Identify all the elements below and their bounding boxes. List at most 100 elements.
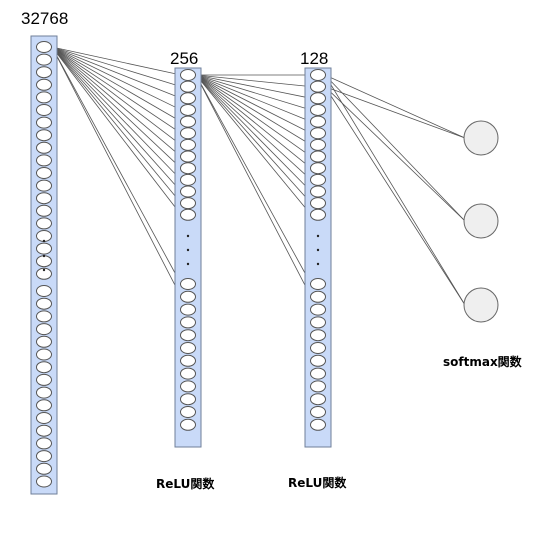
neuron-node: [180, 115, 196, 128]
ellipsis-dot: [186, 248, 190, 252]
edge-input-hidden1: [51, 46, 182, 122]
edge-hidden1-hidden2: [195, 74, 312, 146]
neuron-node: [310, 173, 326, 186]
edge-hidden1-hidden2: [195, 74, 312, 297]
neuron-node: [36, 129, 52, 142]
neuron-node: [36, 204, 52, 217]
neuron-node: [310, 127, 326, 140]
neuron-node: [36, 373, 52, 386]
ellipsis-dots: [42, 234, 320, 272]
neuron-node: [36, 399, 52, 412]
edge-input-hidden1: [51, 46, 182, 99]
neuron-node: [310, 303, 326, 316]
neuron-node: [36, 91, 52, 104]
ellipsis-dot: [316, 262, 320, 266]
neuron-node: [310, 150, 326, 163]
connections: [51, 46, 466, 306]
neuron-node: [310, 162, 326, 175]
hidden-layer-1-activation: ReLU関数: [156, 476, 215, 491]
hidden-layer-2-count: 128: [300, 49, 328, 68]
edge-hidden1-hidden2: [195, 74, 312, 122]
neuron-node: [310, 393, 326, 406]
neuron-node: [36, 450, 52, 463]
output-node: [463, 120, 499, 156]
neuron-node: [36, 323, 52, 336]
edge-hidden1-hidden2: [195, 74, 312, 169]
edge-hidden1-hidden2: [195, 74, 312, 216]
neuron-node: [180, 127, 196, 140]
neuron-node: [36, 335, 52, 348]
neuron-node: [180, 197, 196, 210]
neuron-node: [310, 342, 326, 354]
edge-hidden2-output: [324, 74, 466, 222]
ellipsis-dot: [186, 234, 190, 238]
neuron-node: [36, 179, 52, 192]
neuron-node: [36, 255, 52, 268]
neuron-node: [180, 80, 196, 93]
hidden-layer-2-activation: ReLU関数: [288, 475, 347, 490]
neuron-node: [36, 242, 52, 255]
edge-hidden1-hidden2: [195, 74, 312, 99]
edge-input-hidden1: [51, 46, 182, 297]
neuron-node: [36, 424, 52, 437]
edge-input-hidden1: [51, 46, 182, 88]
neuron-node: [180, 162, 196, 175]
neuron-node: [310, 290, 326, 303]
neuron-node: [310, 115, 326, 128]
ellipsis-dot: [42, 254, 46, 258]
ellipsis-dot: [186, 262, 190, 266]
neuron-node: [180, 329, 196, 342]
neuron-node: [36, 66, 52, 79]
edge-hidden1-hidden2: [195, 74, 312, 192]
neuron-node: [180, 208, 196, 221]
neuron-node: [36, 285, 52, 297]
neuron-node: [180, 150, 196, 163]
neuron-node: [36, 310, 52, 323]
neuron-node: [310, 138, 326, 151]
neuron-node: [180, 69, 196, 81]
neuron-node: [180, 380, 196, 393]
edge-hidden2-output: [324, 86, 466, 139]
edge-input-hidden1: [51, 46, 182, 192]
neuron-node: [36, 267, 52, 280]
edge-hidden1-hidden2: [195, 74, 312, 157]
edge-hidden1-hidden2: [195, 74, 312, 134]
edge-input-hidden1: [51, 46, 182, 204]
ellipsis-dot: [316, 248, 320, 252]
neurons: [36, 41, 499, 488]
neuron-node: [310, 278, 326, 290]
neuron-node: [180, 185, 196, 198]
neuron-node: [180, 418, 196, 431]
output-node: [463, 287, 499, 323]
neuron-node: [310, 406, 326, 418]
neuron-node: [180, 103, 196, 116]
neuron-node: [310, 208, 326, 221]
edge-hidden1-hidden2: [195, 74, 312, 285]
neuron-node: [36, 412, 52, 424]
neuron-node: [310, 80, 326, 93]
neuron-node: [36, 361, 52, 374]
neuron-node: [180, 367, 196, 380]
neuron-node: [180, 290, 196, 303]
edge-hidden1-hidden2: [195, 74, 312, 111]
neuron-node: [180, 173, 196, 186]
neuron-node: [180, 342, 196, 354]
edge-hidden1-hidden2: [195, 74, 312, 181]
neuron-node: [180, 393, 196, 406]
input-layer-count: 32768: [21, 9, 68, 28]
neuron-node: [310, 197, 326, 210]
neuron-node: [36, 141, 52, 154]
edge-input-hidden1: [51, 46, 182, 134]
neuron-node: [36, 167, 52, 179]
edge-hidden1-hidden2: [195, 74, 312, 204]
neuron-node: [180, 92, 196, 105]
ellipsis-dot: [42, 239, 46, 243]
edge-input-hidden1: [51, 46, 182, 111]
output-layer-activation: softmax関数: [443, 354, 523, 369]
neuron-node: [36, 192, 52, 205]
neuron-node: [310, 316, 326, 329]
neuron-node: [36, 104, 52, 116]
neuron-node: [36, 217, 52, 230]
neuron-node: [36, 154, 52, 167]
